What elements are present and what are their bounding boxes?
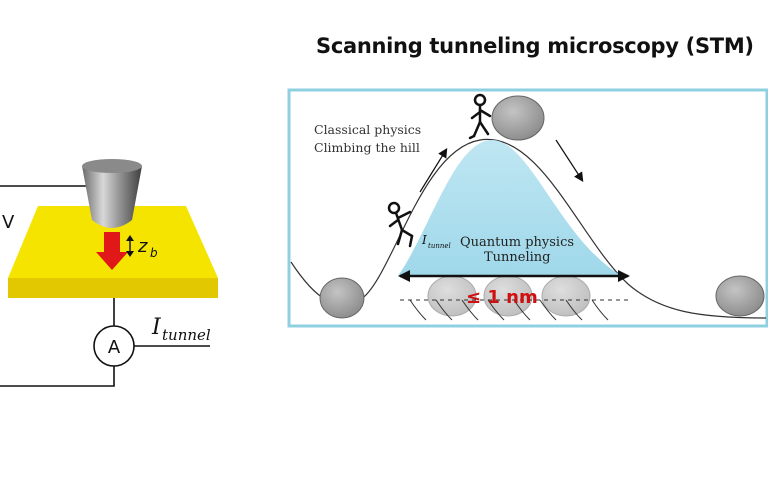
voltage-label: V [2, 212, 15, 233]
atom-top [491, 95, 545, 141]
climbing-person-icon [387, 201, 414, 248]
current-arrow [96, 232, 128, 270]
distance-label: ≤ 1 nm [466, 287, 538, 308]
gap-subscript: b [150, 246, 158, 260]
atom-left [319, 277, 365, 319]
panel-current-subscript: tunnel [428, 242, 451, 250]
quantum-line2: Tunneling [484, 250, 551, 265]
classical-line1: Classical physics [314, 122, 421, 137]
gap-indicator-icon [126, 235, 134, 257]
top-person-icon [468, 93, 492, 140]
wave-arcs [409, 299, 609, 321]
width-arrow [398, 270, 630, 282]
page-title: Scanning tunneling microscopy (STM) [316, 34, 754, 58]
ammeter-symbol: A [108, 337, 121, 358]
gap-label: z [137, 236, 148, 257]
atom-right [715, 275, 765, 317]
panel-current-label: I [421, 233, 427, 247]
tunneling-panel: ≤ 1 nm Classical physics Climbing the hi… [287, 88, 768, 328]
classical-line2: Climbing the hill [314, 140, 420, 155]
quantum-line1: Quantum physics [460, 235, 574, 250]
stm-tip-top [82, 159, 142, 173]
current-label: I [151, 315, 162, 340]
current-subscript: tunnel [162, 326, 211, 344]
stm-tip [82, 166, 142, 228]
descend-arrow [555, 139, 584, 183]
climb-arrow [419, 147, 448, 193]
tunnel-barrier [398, 140, 622, 276]
stm-circuit: z b V A I tunnel [0, 159, 218, 387]
circuit-wire-bottom [0, 366, 115, 387]
sample-side [8, 278, 218, 298]
